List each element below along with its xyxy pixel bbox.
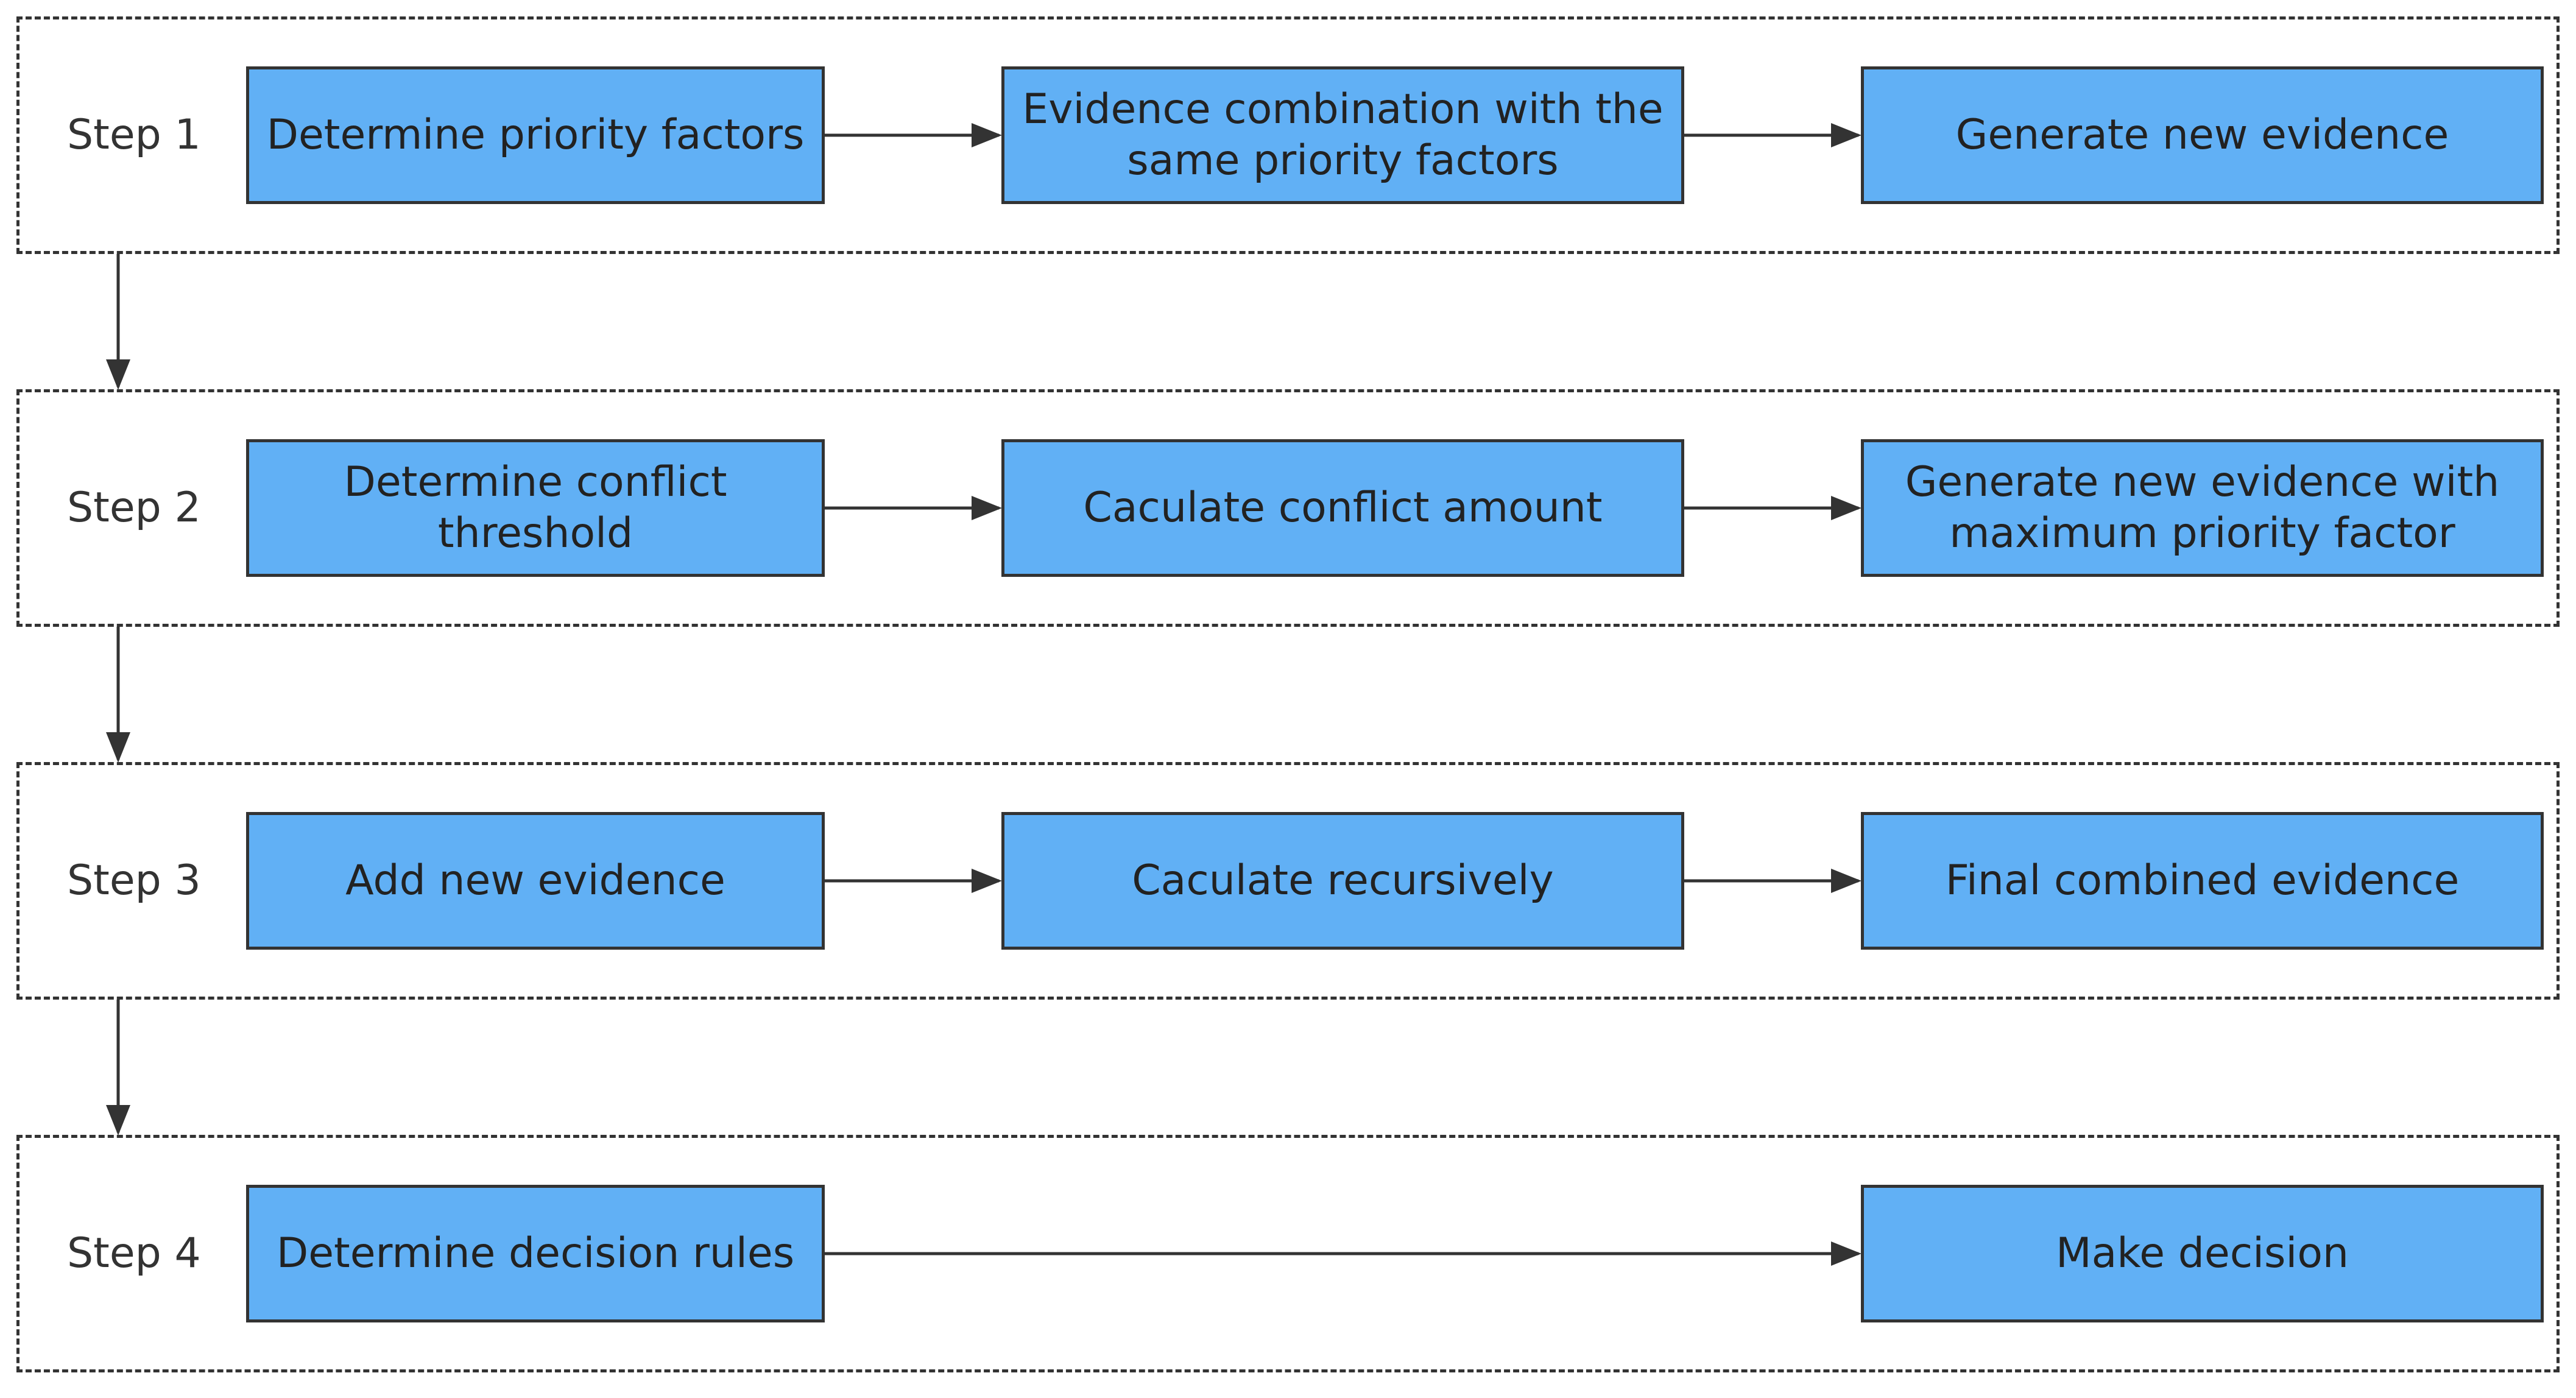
node-label: Determine priority factors xyxy=(266,111,805,159)
node-generate-new-evidence-max-priority: Generate new evidence with maximum prior… xyxy=(1861,439,2544,577)
node-make-decision: Make decision xyxy=(1861,1185,2544,1322)
node-label: Generate new evidence with maximum prior… xyxy=(1905,458,2500,557)
step-2-label: Step 2 xyxy=(67,484,201,532)
step-1-frame xyxy=(16,16,2560,254)
node-label: Caculate recursively xyxy=(1132,856,1554,905)
node-final-combined-evidence: Final combined evidence xyxy=(1861,812,2544,950)
node-evidence-combination: Evidence combination with the same prior… xyxy=(1001,66,1684,204)
node-label: Determine decision rules xyxy=(276,1229,795,1277)
node-generate-new-evidence: Generate new evidence xyxy=(1861,66,2544,204)
step-1-label: Step 1 xyxy=(67,111,201,159)
step-3-label: Step 3 xyxy=(67,856,201,905)
step-2-frame xyxy=(16,389,2560,627)
node-label: Determine conflict threshold xyxy=(344,458,727,557)
node-label: Caculate conflict amount xyxy=(1083,484,1603,532)
node-determine-conflict-threshold: Determine conflict threshold xyxy=(246,439,825,577)
step-3-frame xyxy=(16,762,2560,1000)
node-label: Final combined evidence xyxy=(1945,856,2460,905)
node-label: Generate new evidence xyxy=(1955,111,2449,159)
node-caculate-recursively: Caculate recursively xyxy=(1001,812,1684,950)
step-4-frame xyxy=(16,1135,2560,1372)
node-determine-decision-rules: Determine decision rules xyxy=(246,1185,825,1322)
step-4-label: Step 4 xyxy=(67,1229,201,1277)
node-add-new-evidence: Add new evidence xyxy=(246,812,825,950)
node-label: Add new evidence xyxy=(345,856,725,905)
node-label: Make decision xyxy=(2055,1229,2349,1277)
node-label: Evidence combination with the same prior… xyxy=(1022,85,1664,185)
node-determine-priority-factors: Determine priority factors xyxy=(246,66,825,204)
node-caculate-conflict-amount: Caculate conflict amount xyxy=(1001,439,1684,577)
